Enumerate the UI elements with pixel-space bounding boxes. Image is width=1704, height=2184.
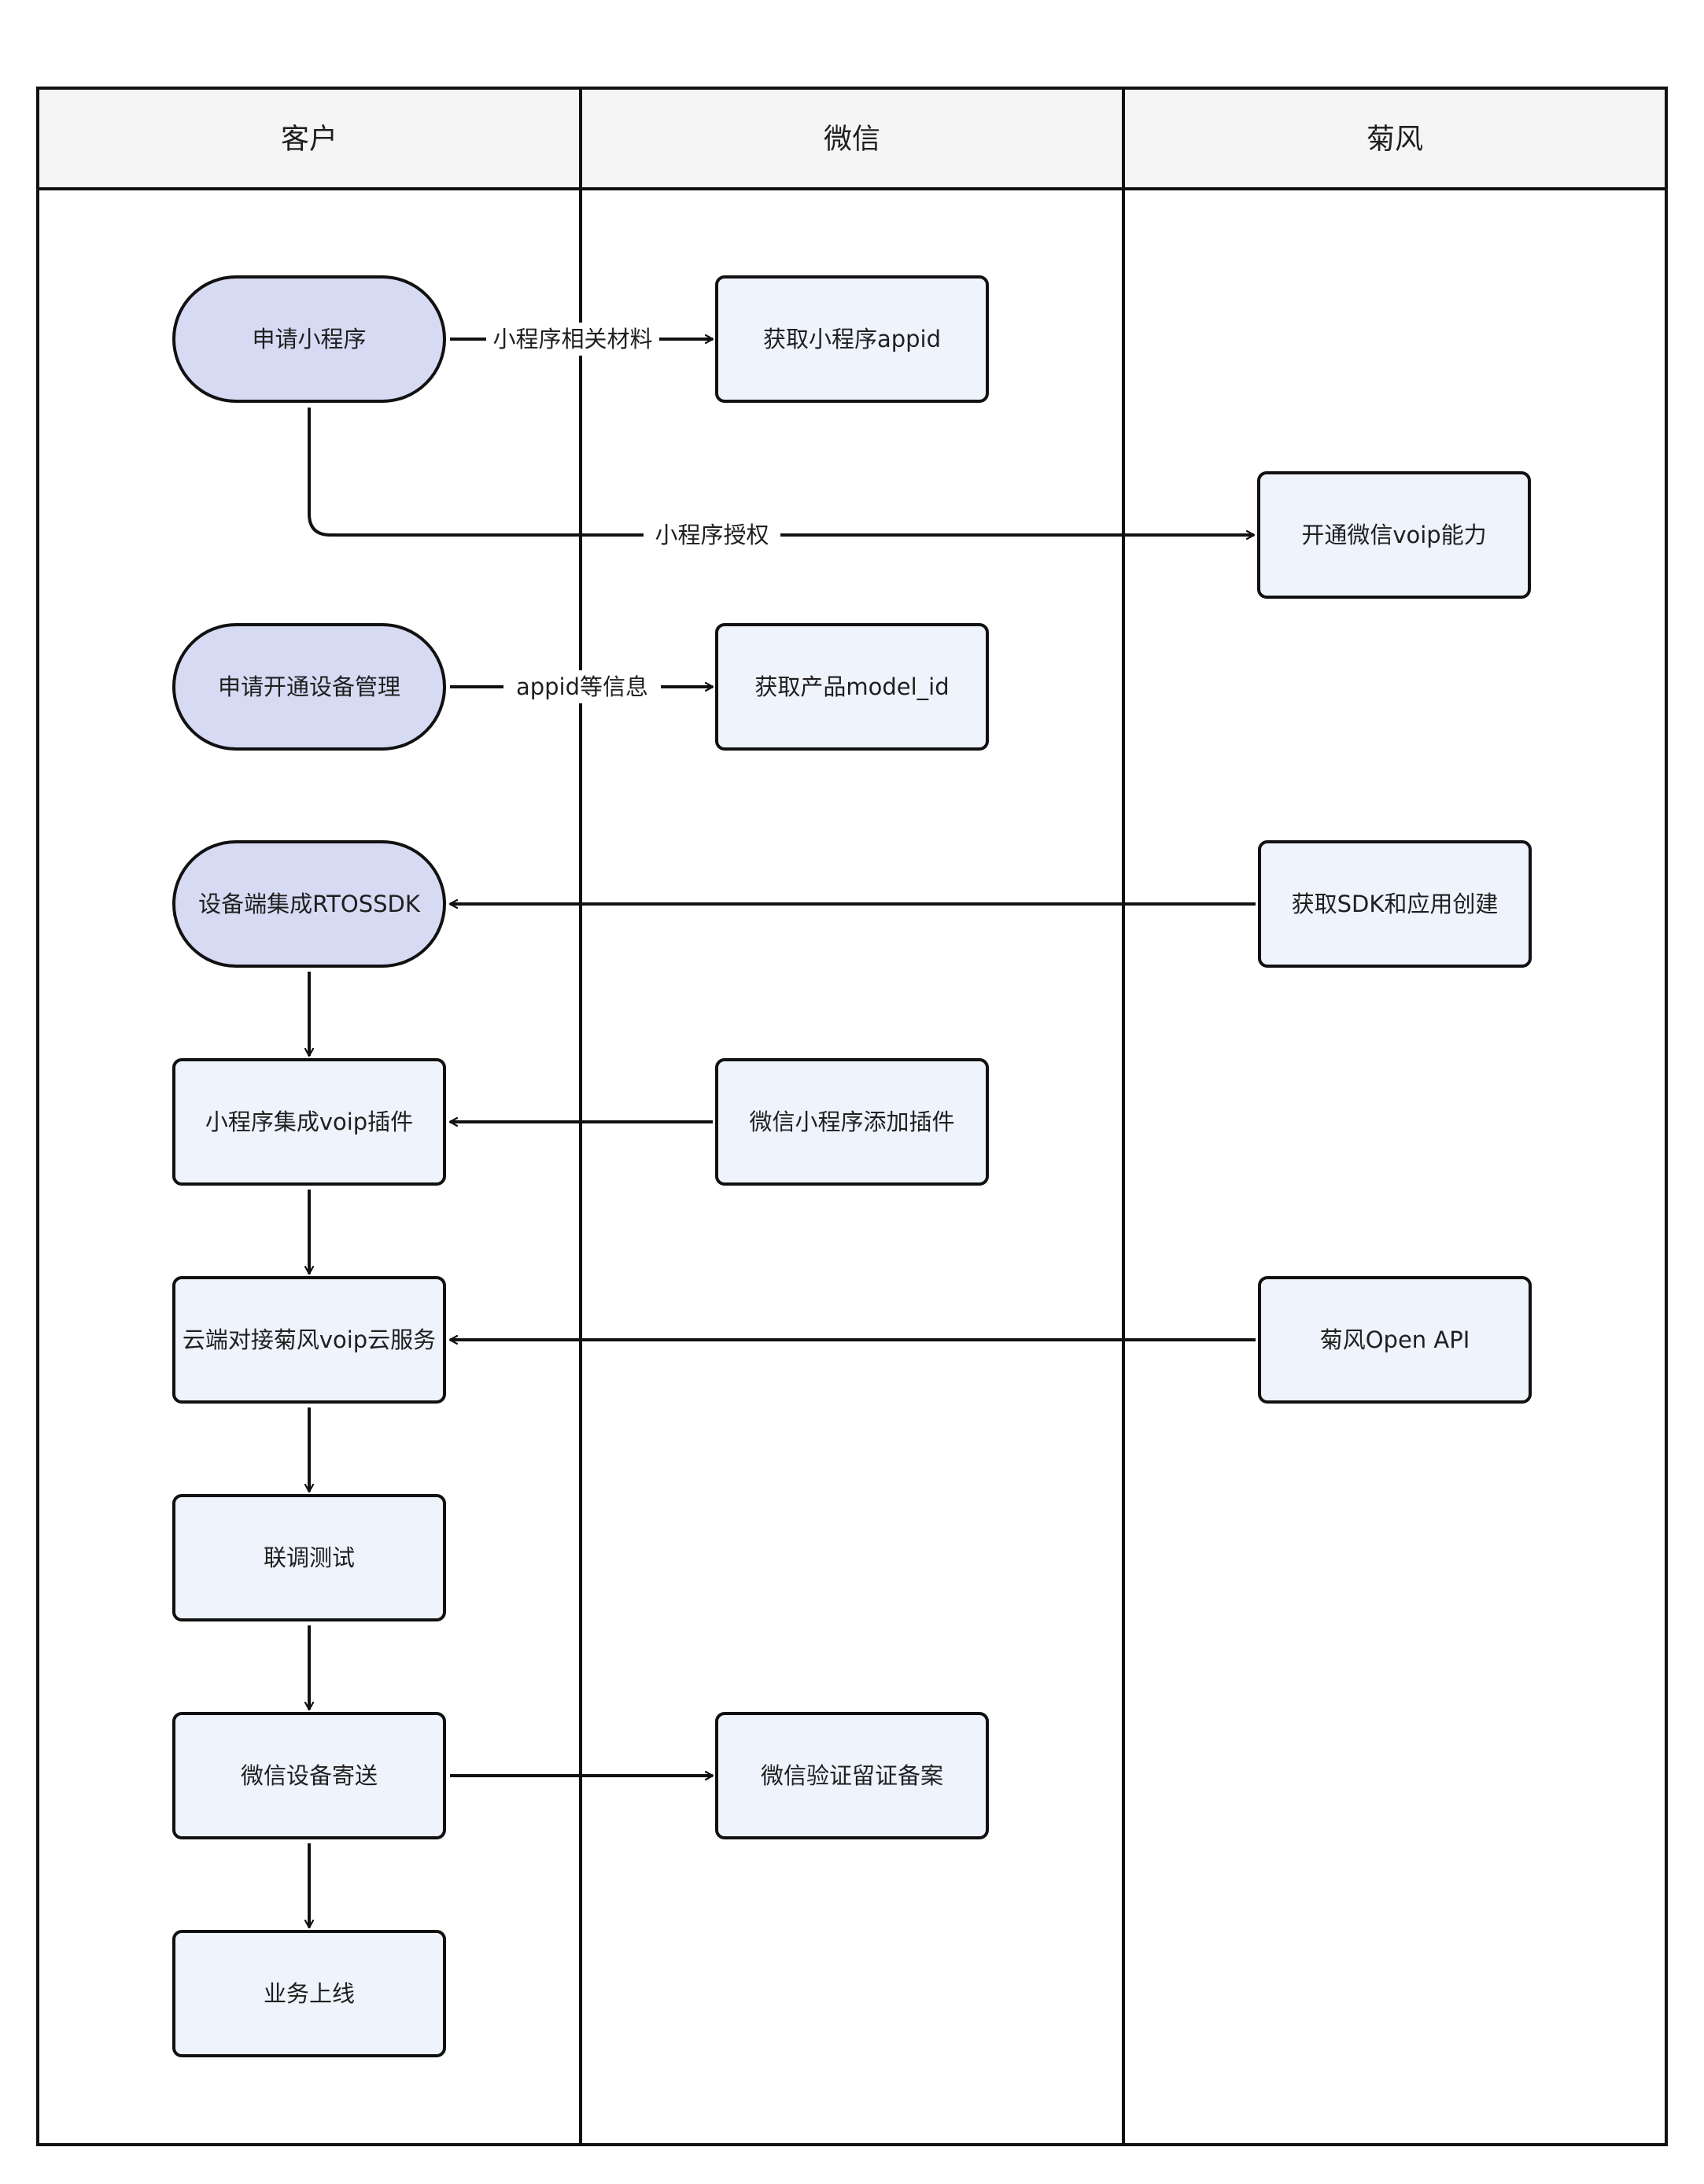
process-shape <box>715 1058 989 1186</box>
node-label: 申请小程序 <box>252 326 366 352</box>
node-integrate-plugin[interactable]: 小程序集成voip插件 <box>172 1058 446 1186</box>
process-shape <box>715 1712 989 1839</box>
node-joint-test[interactable]: 联调测试 <box>172 1494 446 1621</box>
node-cloud-integration[interactable]: 云端对接菊风voip云服务 <box>172 1276 446 1404</box>
terminal-shape <box>172 623 446 751</box>
edge-label-bg <box>644 518 780 552</box>
node-get-sdk[interactable]: 获取SDK和应用创建 <box>1258 840 1532 968</box>
node-label: 申请开通设备管理 <box>218 673 400 700</box>
process-shape <box>172 1930 446 2057</box>
terminal-shape <box>172 840 446 968</box>
process-shape <box>1258 840 1532 968</box>
node-integrate-rtossdk[interactable]: 设备端集成RTOSSDK <box>172 840 446 968</box>
node-label: 设备端集成RTOSSDK <box>198 891 421 917</box>
lane-title-customer: 客户 <box>281 124 337 156</box>
node-verify-record[interactable]: 微信验证留证备案 <box>715 1712 989 1839</box>
process-shape <box>1258 1276 1532 1404</box>
edge-apply-miniprogram-to-enable-voip <box>308 408 1254 535</box>
node-apply-miniprogram[interactable]: 申请小程序 <box>172 275 446 403</box>
edge-label-appid-info: appid等信息 <box>516 673 648 700</box>
process-shape <box>172 1058 446 1186</box>
node-apply-device-mgmt[interactable]: 申请开通设备管理 <box>172 623 446 751</box>
edges: 小程序相关材料 小程序授权 appid等信息 <box>309 323 1256 1928</box>
edge-label-bg <box>503 670 661 703</box>
node-label: 开通微信voip能力 <box>1301 522 1486 548</box>
process-shape <box>172 1276 446 1404</box>
node-label: 云端对接菊风voip云服务 <box>183 1326 436 1353</box>
lane-title-jufeng: 菊风 <box>1367 124 1423 156</box>
node-go-live[interactable]: 业务上线 <box>172 1930 446 2057</box>
nodes: 申请小程序 申请开通设备管理 设备端集成RTOSSDK 小程序集成voip插件 … <box>172 275 1532 2057</box>
node-label: 小程序集成voip插件 <box>205 1109 413 1135</box>
node-open-api[interactable]: 菊风Open API <box>1258 1276 1532 1404</box>
node-label: 获取小程序appid <box>763 326 941 352</box>
node-ship-device[interactable]: 微信设备寄送 <box>172 1712 446 1839</box>
edge-label-bg <box>486 323 659 356</box>
edge-label-materials: 小程序相关材料 <box>492 326 652 352</box>
node-label: 菊风Open API <box>1320 1326 1470 1353</box>
lane-header-customer <box>36 87 582 190</box>
lane-header-jufeng <box>1122 87 1668 190</box>
node-label: 获取SDK和应用创建 <box>1292 891 1499 917</box>
lane-title-wechat: 微信 <box>824 124 880 156</box>
node-get-appid[interactable]: 获取小程序appid <box>715 275 989 403</box>
node-add-plugin[interactable]: 微信小程序添加插件 <box>715 1058 989 1186</box>
process-shape <box>1257 471 1531 599</box>
process-shape <box>172 1712 446 1839</box>
terminal-shape <box>172 275 446 403</box>
node-label: 微信小程序添加插件 <box>749 1109 954 1135</box>
node-label: 获取产品model_id <box>754 673 949 700</box>
process-shape <box>172 1494 446 1621</box>
process-shape <box>715 623 989 751</box>
edge-label-authorization: 小程序授权 <box>655 522 769 548</box>
node-enable-voip[interactable]: 开通微信voip能力 <box>1257 471 1531 599</box>
node-label: 业务上线 <box>264 1980 355 2007</box>
node-label: 微信设备寄送 <box>241 1762 378 1789</box>
lane-jufeng <box>1122 187 1668 2146</box>
node-label: 联调测试 <box>264 1544 355 1571</box>
node-label: 微信验证留证备案 <box>761 1762 943 1789</box>
lanes: 客户 微信 菊风 <box>36 87 1668 2146</box>
lane-header-wechat <box>579 87 1125 190</box>
node-get-model-id[interactable]: 获取产品model_id <box>715 623 989 751</box>
process-shape <box>715 275 989 403</box>
